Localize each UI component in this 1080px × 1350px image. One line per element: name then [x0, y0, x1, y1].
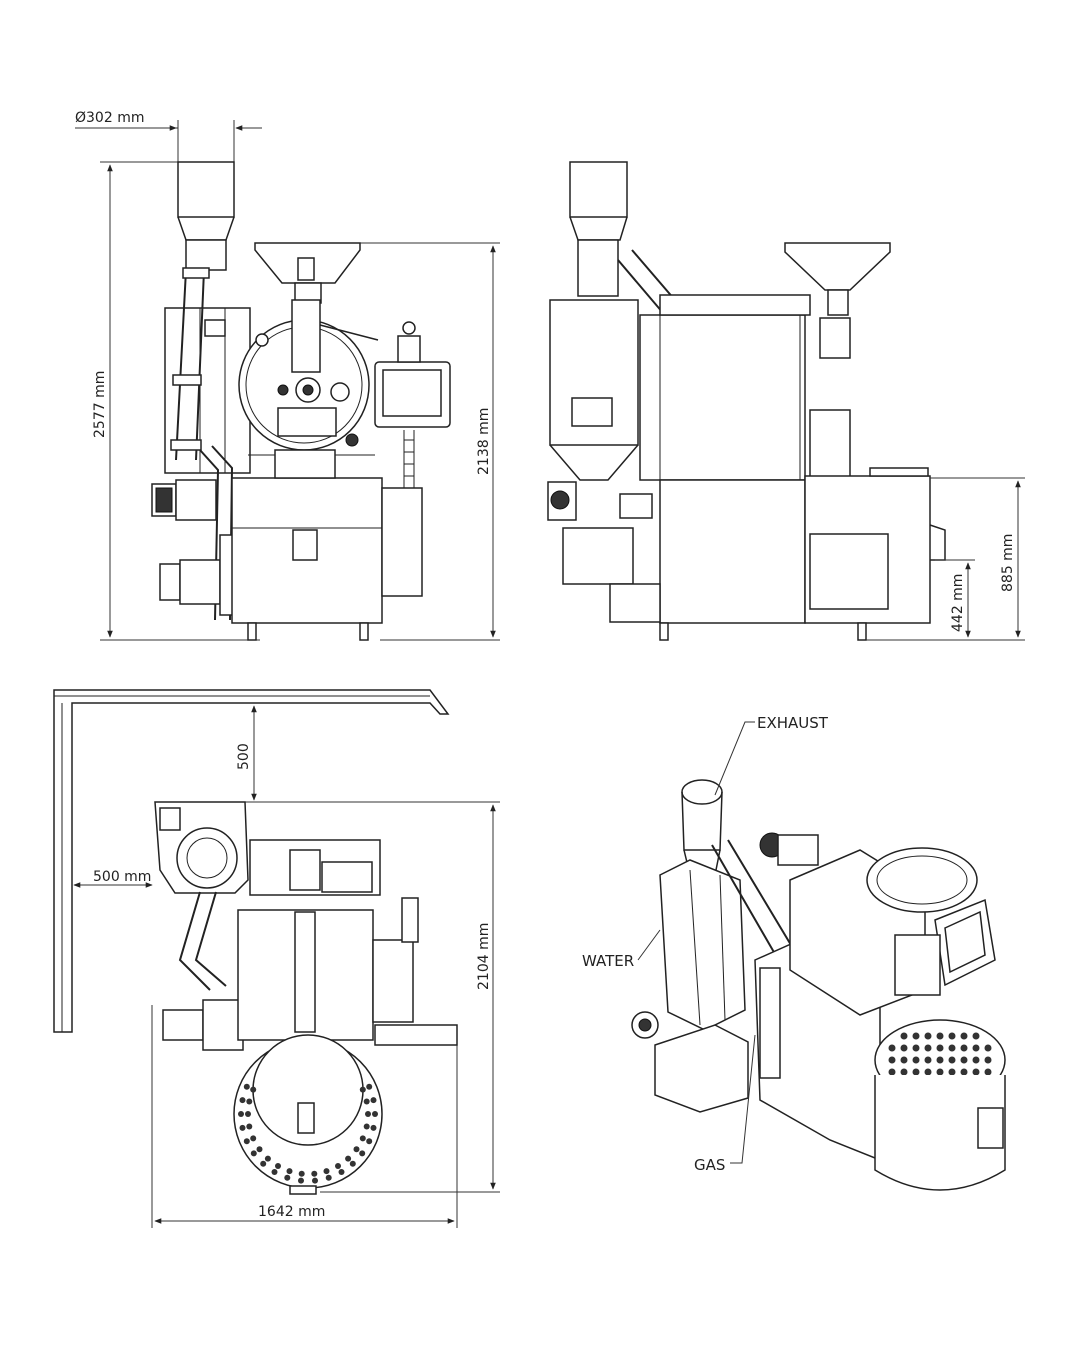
- side-height-label: 885 mm: [1000, 534, 1016, 592]
- tray-perforations: [238, 1083, 378, 1184]
- ladder: [403, 430, 415, 490]
- front-height-dimension: 2577 mm: [92, 161, 260, 641]
- side-clearance-dimension: 500 mm: [73, 869, 153, 888]
- top-width-dimension: 1642 mm: [151, 1005, 458, 1228]
- top-width-label: 1642 mm: [258, 1204, 325, 1220]
- top-clearance-dimension: 500: [236, 705, 257, 801]
- exhaust-label: EXHAUST: [757, 714, 829, 732]
- side-hopper: [784, 242, 891, 291]
- water-label: WATER: [582, 952, 634, 970]
- side-clearance-label: 500 mm: [93, 869, 151, 885]
- diameter-dimension: Ø302 mm: [75, 110, 262, 165]
- hopper-height-label: 2138 mm: [476, 408, 492, 475]
- top-depth-label: 2104 mm: [476, 923, 492, 990]
- side-door: [809, 533, 889, 610]
- isometric-view: EXHAUST WATER GAS: [582, 714, 1006, 1191]
- top-clearance-label: 500: [236, 743, 252, 770]
- front-height-label: 2577 mm: [92, 371, 108, 438]
- wall-outline: [53, 689, 450, 1033]
- diameter-label: Ø302 mm: [75, 110, 144, 126]
- gas-label: GAS: [694, 1156, 725, 1174]
- chaff-box: [562, 527, 634, 585]
- side-view: 885 mm 442 mm: [547, 161, 1025, 641]
- exhaust-callout: EXHAUST: [714, 714, 829, 796]
- gas-callout: GAS: [694, 1034, 756, 1174]
- front-view: Ø302 mm 2577 mm 2138 mm: [75, 110, 500, 641]
- side-height-dimension: 885 mm: [866, 477, 1025, 641]
- chimney: [177, 161, 235, 218]
- door-height-dimension: 442 mm: [935, 559, 975, 638]
- top-view: 500 500 mm 2104 mm 1642 mm: [53, 689, 500, 1228]
- water-callout: WATER: [582, 929, 661, 970]
- top-depth-dimension: 2104 mm: [240, 801, 500, 1193]
- door-height-label: 442 mm: [950, 574, 966, 632]
- iso-cyclone: [659, 859, 746, 1031]
